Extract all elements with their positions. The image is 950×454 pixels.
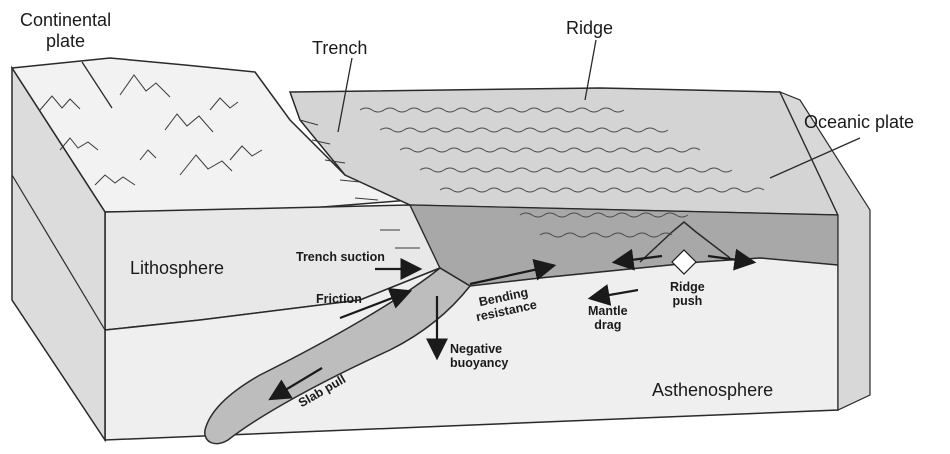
- asthenosphere-label: Asthenosphere: [652, 380, 773, 401]
- friction-label: Friction: [316, 292, 362, 306]
- continental-plate-label: Continental plate: [20, 10, 111, 52]
- negative-buoyancy-line2: buoyancy: [450, 356, 508, 370]
- ridge-push-line1: Ridge: [670, 280, 705, 294]
- negative-buoyancy-label: Negative buoyancy: [450, 342, 508, 370]
- ridge-push-label: Ridge push: [670, 280, 705, 308]
- negative-buoyancy-line1: Negative: [450, 342, 508, 356]
- mantle-drag-line2: drag: [588, 318, 628, 332]
- continental-plate-label-line1: Continental: [20, 10, 111, 31]
- ridge-push-line2: push: [670, 294, 705, 308]
- continental-plate-label-line2: plate: [20, 31, 111, 52]
- mantle-drag-label: Mantle drag: [588, 304, 628, 332]
- lithosphere-label: Lithosphere: [130, 258, 224, 279]
- mantle-drag-line1: Mantle: [588, 304, 628, 318]
- ridge-label: Ridge: [566, 18, 613, 39]
- oceanic-plate-label: Oceanic plate: [804, 112, 914, 133]
- trench-label: Trench: [312, 38, 367, 59]
- trench-suction-label: Trench suction: [296, 250, 385, 264]
